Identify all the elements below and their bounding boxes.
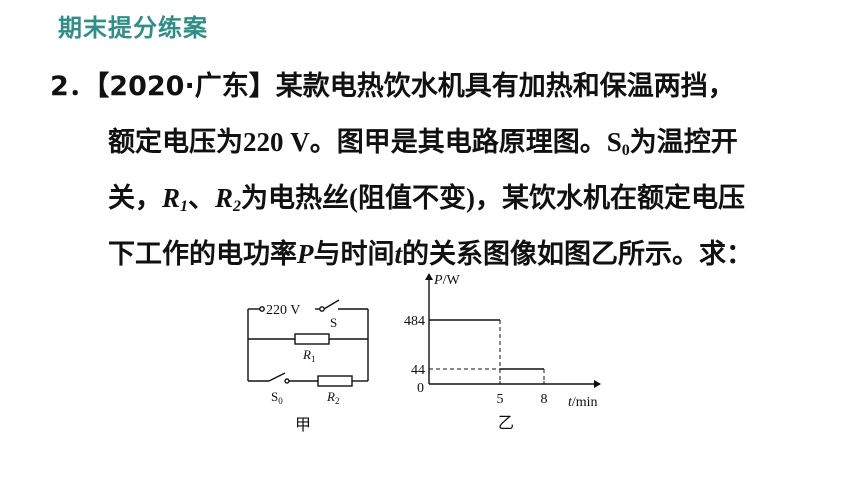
problem-line-3: 关，R1、R2为电热丝(阻值不变)，某饮水机在额定电压 [108,176,745,216]
resistor-r1 [294,333,330,345]
switch-s-label: S [330,315,337,330]
problem-source: 【2020·广东】 [95,71,276,102]
x-tick-label: 8 [541,392,548,407]
origin-label: 0 [417,381,424,396]
chart-caption: 乙 [498,413,514,432]
supply-voltage-label: 220 V [266,303,300,318]
problem-line-2: 额定电压为220 V。图甲是其电路原理图。S0为温控开 [108,120,738,160]
circuit-diagram: 220 V S R1 S0 R2 甲 [247,299,369,434]
time-symbol: t [394,239,403,269]
problem-text: 、 [188,183,216,214]
resistor-r2 [317,375,353,387]
problem-text: 下工作的电功率 [108,239,297,270]
problem-text: ，某饮水机在额定电压 [475,183,746,214]
switch-s-blade [323,299,340,310]
problem-text: 关， [108,183,162,214]
resistor-r2-symbol: R2 [215,183,242,215]
y-axis-label: P/W [433,273,460,288]
problem-text: 某款电热饮水机具有加热和保温两挡， [275,71,735,102]
problem-text: 的关系图像如图乙所示。求： [402,239,754,270]
switch-s-contact [319,306,325,312]
terminal-left [259,306,265,312]
s0-label: S0 [271,389,283,406]
problem-line-1: 2．【2020·广东】某款电热饮水机具有加热和保温两挡， [50,64,735,103]
problem-line-4: 下工作的电功率P与时间t的关系图像如图乙所示。求： [108,232,753,271]
rated-voltage: 220 V [243,127,310,157]
circuit-caption: 甲 [295,415,311,434]
problem-text: 额定电压为 [108,127,243,158]
problem-text: 。图甲是其电路原理图。 [309,127,607,158]
power-symbol: P [297,239,314,269]
switch-s0-contact [284,378,290,384]
resistor-r1-symbol: R1 [162,183,189,215]
problem-text: 与时间 [313,239,395,270]
y-tick-label: 484 [404,314,425,329]
problem-text: (阻值不变) [349,183,476,213]
problem-text: 为电热丝 [241,183,350,214]
r1-label: R1 [302,347,315,364]
x-tick-label: 5 [497,392,504,407]
switch-s0-blade [268,372,286,382]
power-time-chart: P/W t/min 0 484 44 5 8 乙 [404,273,601,432]
problem-text: 为温控开 [629,127,738,158]
page-header: 期末提分练案 [58,14,208,42]
y-tick-label: 44 [411,363,425,378]
r2-label: R2 [326,389,339,406]
switch-symbol: S0 [606,127,630,159]
x-axis-label: t/min [568,395,598,410]
problem-number: 2． [50,71,96,102]
